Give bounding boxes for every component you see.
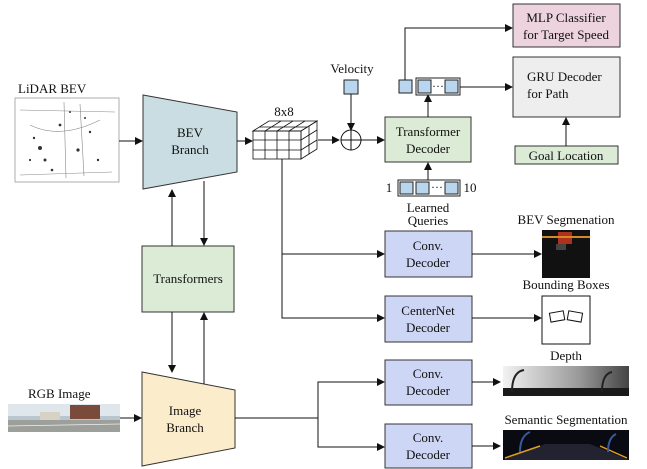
gru-label-2: for Path (527, 86, 569, 101)
rgb-label: RGB Image (28, 386, 91, 401)
centernet-decoder (384, 295, 473, 343)
image-to-depth-arrow (317, 378, 385, 418)
centernet-label-2: Decoder (406, 320, 451, 335)
lidar-bev-image (14, 97, 120, 183)
transformers-box (141, 245, 235, 313)
feature-grid (251, 120, 319, 160)
semantic-output-image (503, 430, 629, 460)
bounding-boxes-label: Bounding Boxes (522, 277, 609, 292)
bounding-boxes-output-image (541, 295, 591, 345)
centernet-label-1: CenterNet (401, 303, 455, 318)
queries-label-1: Learned (407, 200, 450, 215)
mlp-label-1: MLP Classifier (526, 10, 606, 25)
grid-label: 8x8 (274, 104, 294, 119)
query-start-label: 1 (386, 180, 393, 195)
depth-output-image (503, 366, 629, 396)
output-tokens (398, 77, 461, 96)
gru-decoder (512, 56, 621, 118)
sem-decoder (384, 423, 473, 469)
queries-label-2: Queries (408, 213, 448, 228)
mlp-classifier (512, 3, 621, 48)
image-to-sem-arrow (317, 418, 385, 451)
image-branch-label-2: Branch (166, 420, 204, 435)
bev-seg-output-label: BEV Segmenation (518, 212, 615, 227)
image-branch-label-1: Image (169, 403, 202, 418)
transformer-decoder-label-1: Transformer (396, 124, 461, 139)
bev-seg-decoder (384, 230, 473, 278)
bev-branch (142, 94, 238, 190)
bev-seg-output-image (542, 230, 590, 278)
velocity-label: Velocity (330, 61, 374, 76)
sem-decoder-label-1: Conv. (413, 430, 444, 445)
image-branch (141, 371, 236, 467)
bev-branch-label-1: BEV (177, 125, 204, 140)
query-ellipsis: ··· (431, 180, 443, 194)
bev-branch-label-2: Branch (171, 142, 209, 157)
output-ellipsis: ··· (432, 79, 444, 93)
token-to-mlp-arrow (404, 24, 513, 80)
transformers-label: Transformers (153, 271, 223, 286)
grid-to-centernet-arrow (281, 159, 385, 322)
bev-seg-decoder-label-2: Decoder (406, 255, 451, 270)
learned-query-tokens (397, 179, 461, 197)
transformer-decoder (384, 116, 472, 163)
query-end-label: 10 (464, 180, 477, 195)
bev-seg-decoder-label-1: Conv. (413, 238, 444, 253)
depth-output-label: Depth (550, 348, 582, 363)
goal-location-label: Goal Location (529, 148, 604, 163)
gru-label-1: GRU Decoder (527, 69, 602, 84)
sum-node (340, 129, 362, 151)
mlp-label-2: for Target Speed (523, 27, 609, 42)
sem-decoder-label-2: Decoder (406, 447, 451, 462)
depth-decoder-label-2: Decoder (406, 383, 451, 398)
depth-decoder (384, 359, 473, 406)
transformer-decoder-label-2: Decoder (406, 141, 451, 156)
depth-decoder-label-1: Conv. (413, 366, 444, 381)
semantic-output-label: Semantic Segmentation (504, 412, 628, 427)
rgb-image (7, 404, 121, 432)
lidar-label: LiDAR BEV (18, 81, 87, 96)
velocity-token (343, 79, 359, 95)
